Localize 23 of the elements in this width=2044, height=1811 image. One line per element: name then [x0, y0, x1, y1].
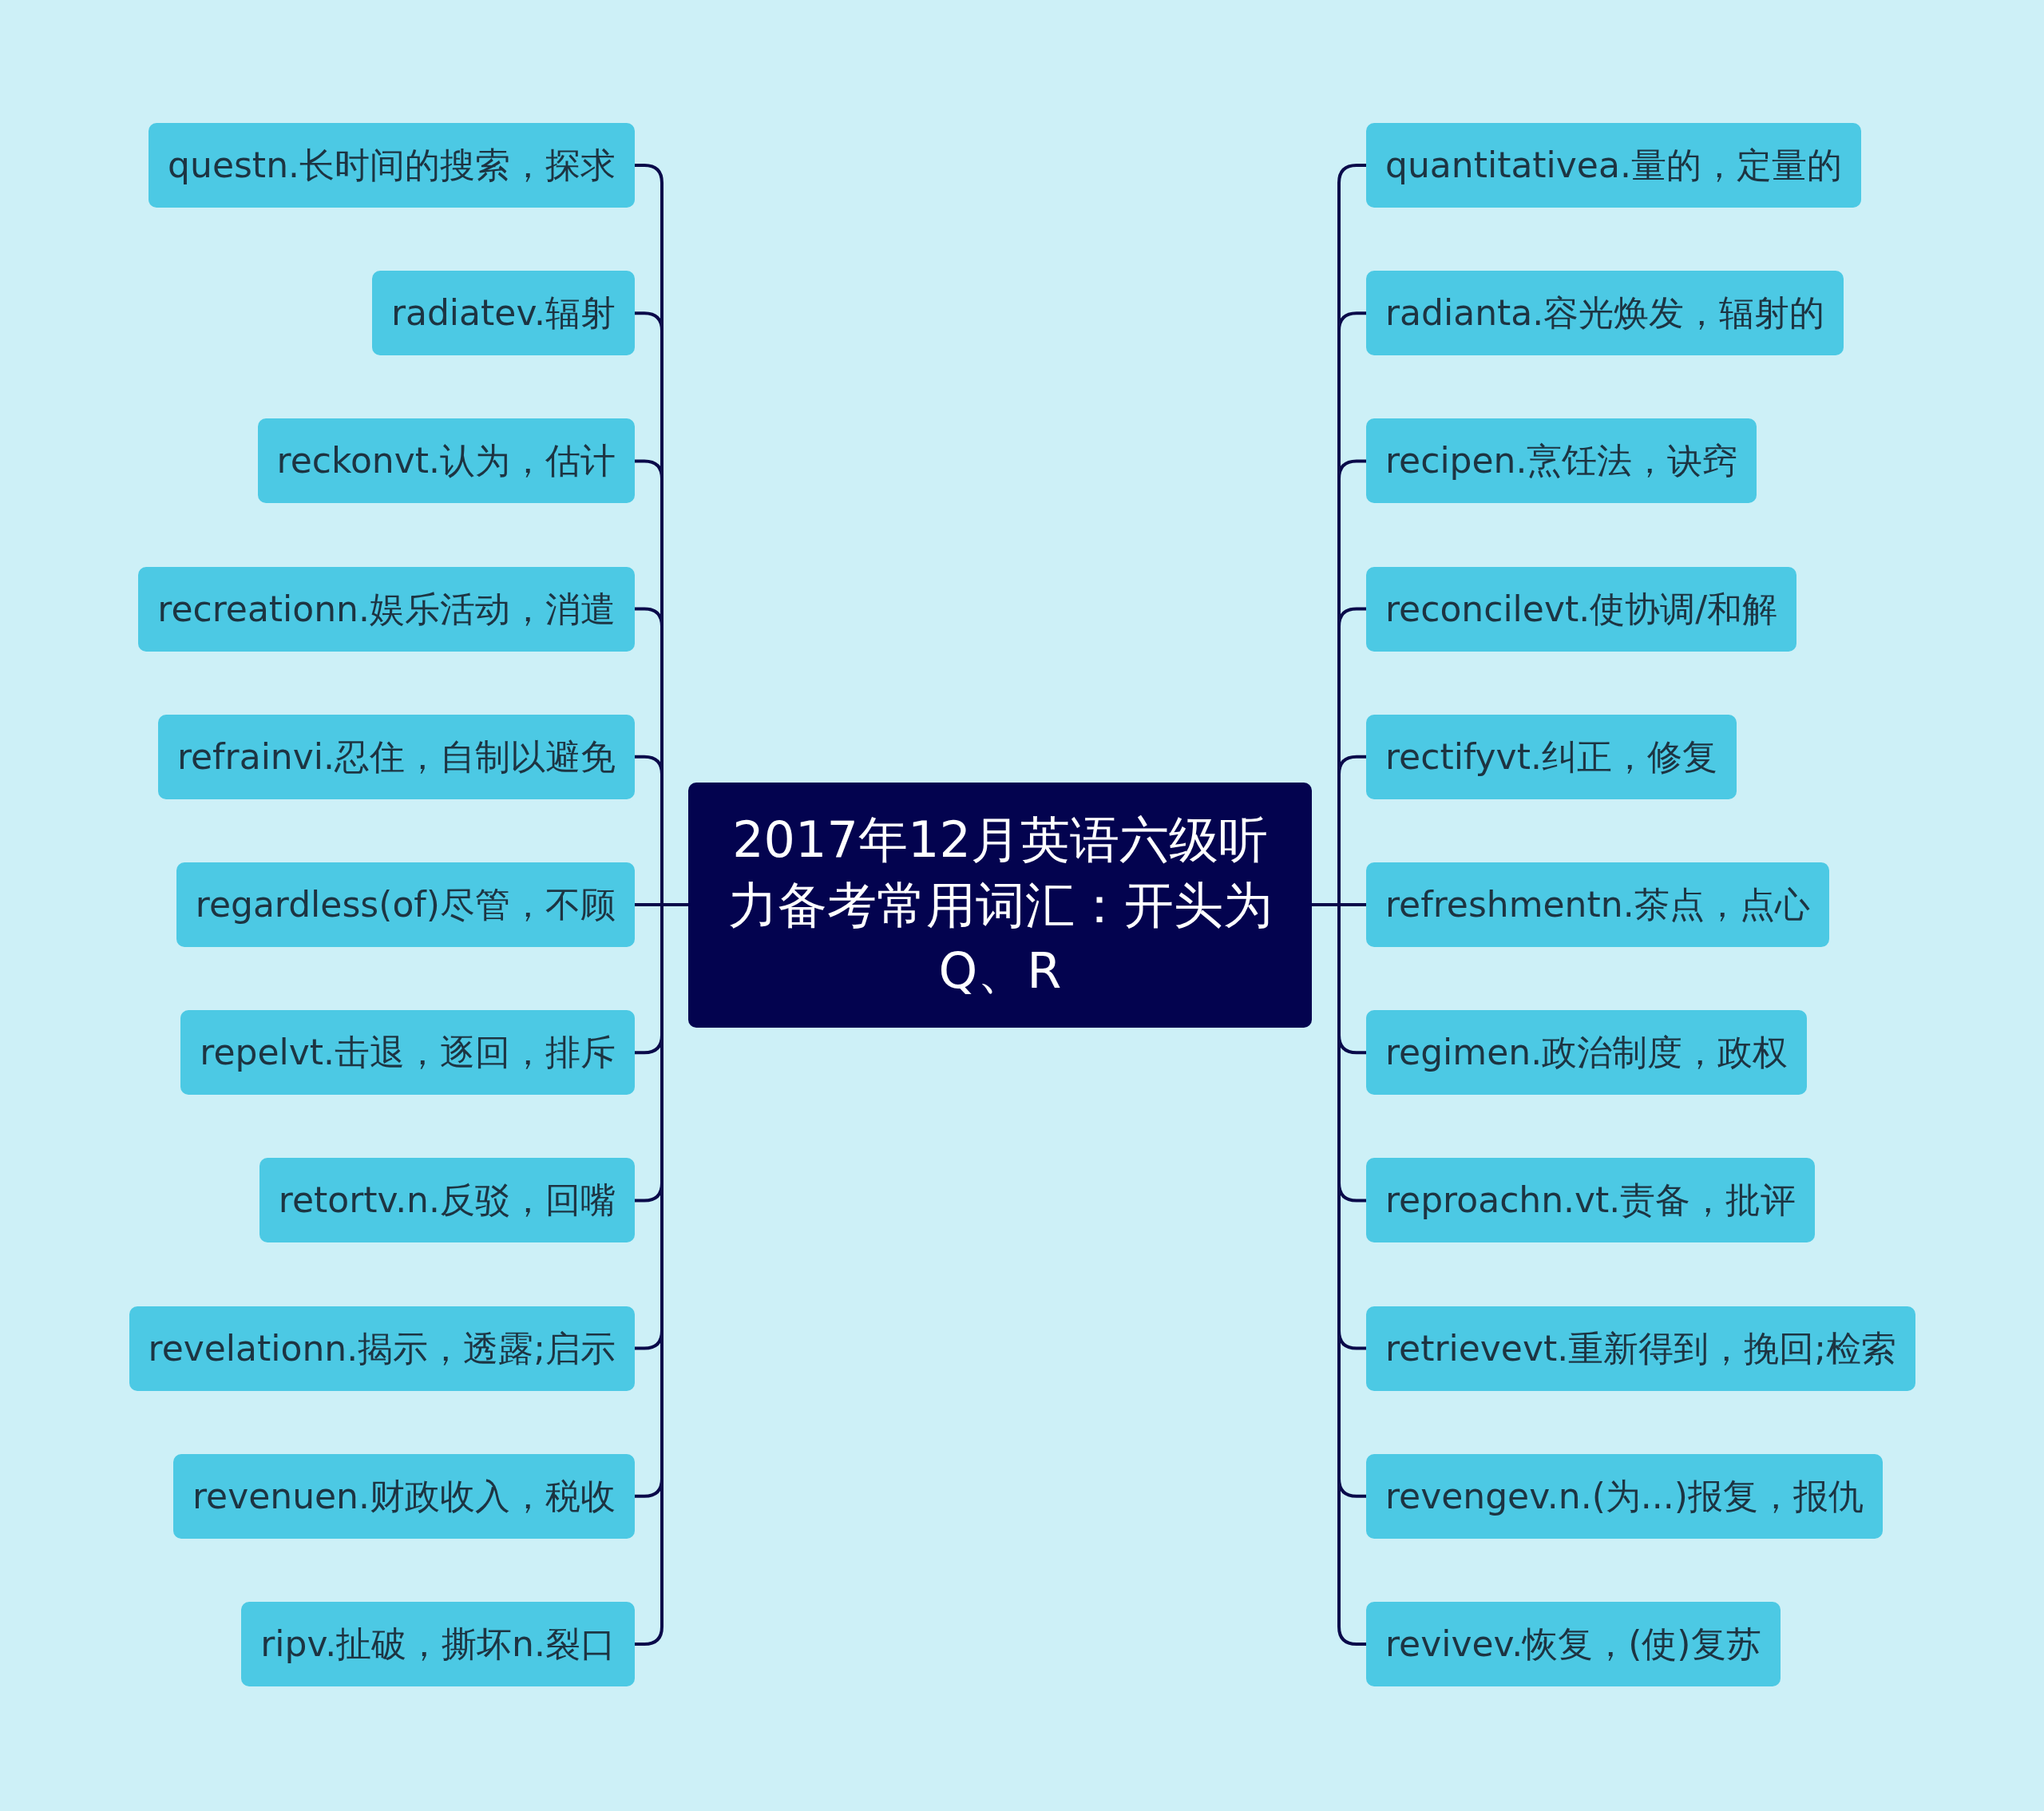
topic-box: 2017年12月英语六级听力备考常用词汇：开头为Q、R [688, 783, 1312, 1028]
word-box: rectifyvt.纠正，修复 [1366, 714, 1737, 799]
word-box: refrainvi.忍住，自制以避免 [157, 714, 635, 799]
word-box: revelationn.揭示，透露;启示 [129, 1306, 635, 1391]
word-box: refreshmentn.茶点，点心 [1366, 862, 1829, 947]
word-box: reconcilevt.使协调/和解 [1366, 566, 1796, 652]
word-box: reproachn.vt.责备，批评 [1366, 1158, 1816, 1243]
word-box: retrievevt.重新得到，挽回;检索 [1366, 1306, 1916, 1391]
word-box: regimen.政治制度，政权 [1366, 1010, 1808, 1096]
word-box: quantitativea.量的，定量的 [1366, 123, 1861, 208]
word-box: reckonvt.认为，估计 [257, 418, 635, 504]
word-box: recipen.烹饪法，诀窍 [1366, 418, 1757, 504]
word-box: radianta.容光焕发，辐射的 [1366, 271, 1844, 356]
word-box: questn.长时间的搜索，探求 [149, 123, 635, 208]
word-box: regardless(of)尽管，不顾 [176, 862, 635, 947]
word-box: retortv.n.反驳，回嘴 [259, 1158, 635, 1243]
word-box: revengev.n.(为...)报复，报仇 [1366, 1453, 1883, 1539]
word-box: revivev.恢复，(使)复苏 [1366, 1602, 1781, 1686]
word-box: revenuen.财政收入，税收 [172, 1453, 635, 1539]
word-box: recreationn.娱乐活动，消遣 [138, 566, 635, 652]
word-box: repelvt.击退，逐回，排斥 [180, 1010, 635, 1096]
word-box: ripv.扯破，撕坏n.裂口 [241, 1602, 635, 1686]
word-box: radiatev.辐射 [371, 271, 635, 356]
